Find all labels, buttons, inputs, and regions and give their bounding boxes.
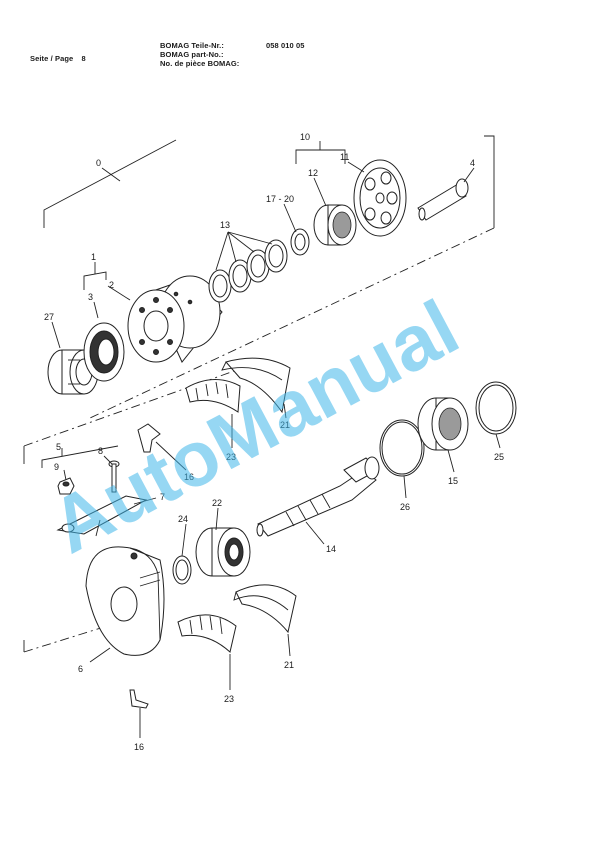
callout-8: 8 [98,446,103,456]
callout-7: 7 [160,492,165,502]
callout-16-upper: 16 [184,472,194,482]
page-label-text: Seite / Page [30,54,74,63]
o-ring-26 [379,419,425,477]
group-bracket-0 [43,139,177,228]
part-number-label-de: BOMAG Teile-Nr.: [160,41,224,50]
screw-8 [108,460,120,493]
callout-25: 25 [494,452,504,462]
callout-0: 0 [96,158,101,168]
assembly-outline-upper [89,135,495,419]
group-bracket-10 [295,141,346,164]
housing-6 [85,546,165,656]
circlip-24 [172,555,192,585]
ring-set-13 [208,239,288,303]
callout-15: 15 [448,476,458,486]
pin-16-lower [129,689,149,709]
piston-plate-11 [353,159,407,237]
shim-ring-17-20 [290,228,310,256]
callout-16-lower: 16 [134,742,144,752]
callout-17-20: 17 - 20 [266,194,294,204]
callout-6: 6 [78,664,83,674]
cylinder-drum-2 [127,275,223,363]
callout-11: 11 [340,152,349,162]
part-number-labels: BOMAG Teile-Nr.: BOMAG part-No.: No. de … [160,41,239,68]
pin-shaft-4 [417,178,469,221]
shaft-seal-15 [417,397,469,451]
bearing-cage-23-upper [185,379,241,413]
callout-14: 14 [326,544,336,554]
callout-23-upper: 23 [226,452,236,462]
callout-5: 5 [56,442,61,452]
drive-shaft-14 [256,456,380,537]
swash-cradle-21-upper [221,357,291,414]
callout-13: 13 [220,220,230,230]
part-number-value: 058 010 05 [266,41,305,50]
callout-21-upper: 21 [280,420,290,430]
ball-bearing-22 [195,527,251,577]
callout-4: 4 [470,158,475,168]
callout-10: 10 [300,132,310,142]
callout-26: 26 [400,502,410,512]
callout-12: 12 [308,168,318,178]
bearing-cage-23-lower [177,614,237,653]
swash-cradle-21-lower [233,584,297,634]
part-number-label-fr: No. de pièce BOMAG: [160,59,240,68]
page-number: 8 [81,54,86,63]
callout-2: 2 [109,280,114,290]
leader-lines [51,161,501,738]
bearing-plate-3 [83,322,125,382]
part-number-label-en: BOMAG part-No.: [160,50,224,59]
callout-27: 27 [44,312,54,322]
callout-3: 3 [88,292,93,302]
callout-23-lower: 23 [224,694,234,704]
retaining-ring-25 [475,381,517,435]
callout-9: 9 [54,462,59,472]
pin-16-upper [137,423,161,453]
callout-22: 22 [212,498,222,508]
callout-1: 1 [91,252,96,262]
port-plate-12 [313,204,357,246]
group-bracket-5 [41,445,119,468]
lever-7 [56,495,148,537]
page-label: Seite / Page 8 [30,54,86,63]
callout-21-lower: 21 [284,660,294,670]
group-bracket-1 [83,262,107,290]
callout-24: 24 [178,514,188,524]
nut-9 [57,477,75,495]
